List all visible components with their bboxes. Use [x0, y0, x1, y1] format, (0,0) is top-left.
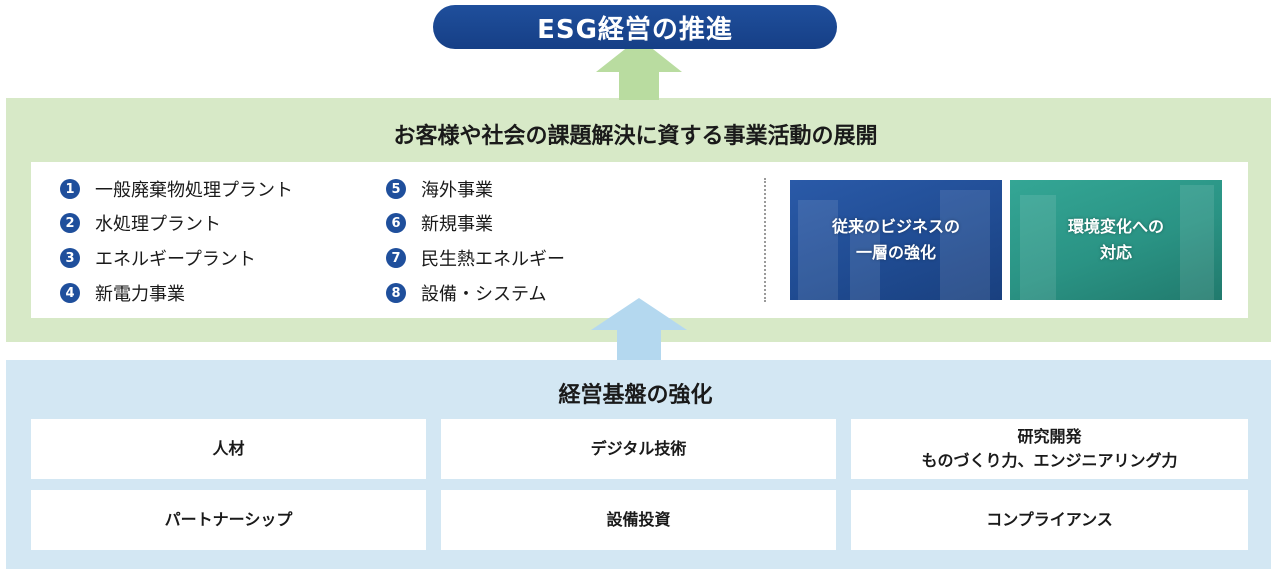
card-caption: 従来のビジネスの 一層の強化	[831, 217, 960, 262]
up-arrow-icon	[591, 298, 687, 360]
foundation-box-label: デジタル技術	[590, 439, 687, 458]
business-item-label: 民生熱エネルギー	[421, 249, 565, 270]
business-item-5: 5 海外事業	[386, 177, 493, 201]
number-badge: 6	[386, 213, 406, 233]
number-badge: 2	[60, 213, 80, 233]
esg-goal-title: ESG経営の推進	[433, 5, 837, 49]
number-badge: 8	[386, 283, 406, 303]
strengthen-business-card: 従来のビジネスの 一層の強化	[790, 180, 1002, 300]
business-item-label: 一般廃棄物処理プラント	[95, 180, 293, 201]
number-badge: 3	[60, 248, 80, 268]
foundation-box-label: 研究開発 ものづくり力、エンジニアリング力	[921, 427, 1178, 470]
foundation-box-label: 設備投資	[606, 510, 671, 529]
foundation-box-digital: デジタル技術	[441, 419, 836, 479]
card-caption: 環境変化への 対応	[1067, 217, 1164, 262]
business-item-2: 2 水処理プラント	[60, 211, 221, 235]
business-item-4: 4 新電力事業	[60, 281, 185, 305]
business-item-label: 新規事業	[421, 214, 493, 235]
foundation-box-human-resources: 人材	[31, 419, 426, 479]
business-item-label: 設備・システム	[421, 284, 547, 305]
number-badge: 4	[60, 283, 80, 303]
environmental-change-card: 環境変化への 対応	[1010, 180, 1222, 300]
business-item-label: 海外事業	[421, 180, 493, 201]
business-item-3: 3 エネルギープラント	[60, 246, 256, 270]
foundation-box-rnd: 研究開発 ものづくり力、エンジニアリング力	[851, 419, 1248, 479]
foundation-box-label: 人材	[212, 439, 245, 458]
foundation-section-title: 経営基盤の強化	[558, 383, 713, 408]
business-item-label: エネルギープラント	[95, 249, 256, 270]
number-badge: 5	[386, 179, 406, 199]
business-item-label: 新電力事業	[95, 284, 185, 305]
business-item-6: 6 新規事業	[386, 211, 493, 235]
business-item-label: 水処理プラント	[95, 214, 221, 235]
business-item-8: 8 設備・システム	[386, 281, 546, 305]
business-item-7: 7 民生熱エネルギー	[386, 246, 565, 270]
foundation-box-capex: 設備投資	[441, 490, 836, 550]
business-section-title: お客様や社会の課題解決に資する事業活動の展開	[393, 124, 878, 149]
up-arrow-icon	[596, 38, 682, 100]
number-badge: 1	[60, 179, 80, 199]
dotted-divider	[764, 178, 766, 302]
foundation-box-label: パートナーシップ	[164, 510, 293, 529]
foundation-box-compliance: コンプライアンス	[851, 490, 1248, 550]
number-badge: 7	[386, 248, 406, 268]
business-item-1: 1 一般廃棄物処理プラント	[60, 177, 293, 201]
foundation-box-label: コンプライアンス	[986, 510, 1113, 529]
foundation-box-partnership: パートナーシップ	[31, 490, 426, 550]
